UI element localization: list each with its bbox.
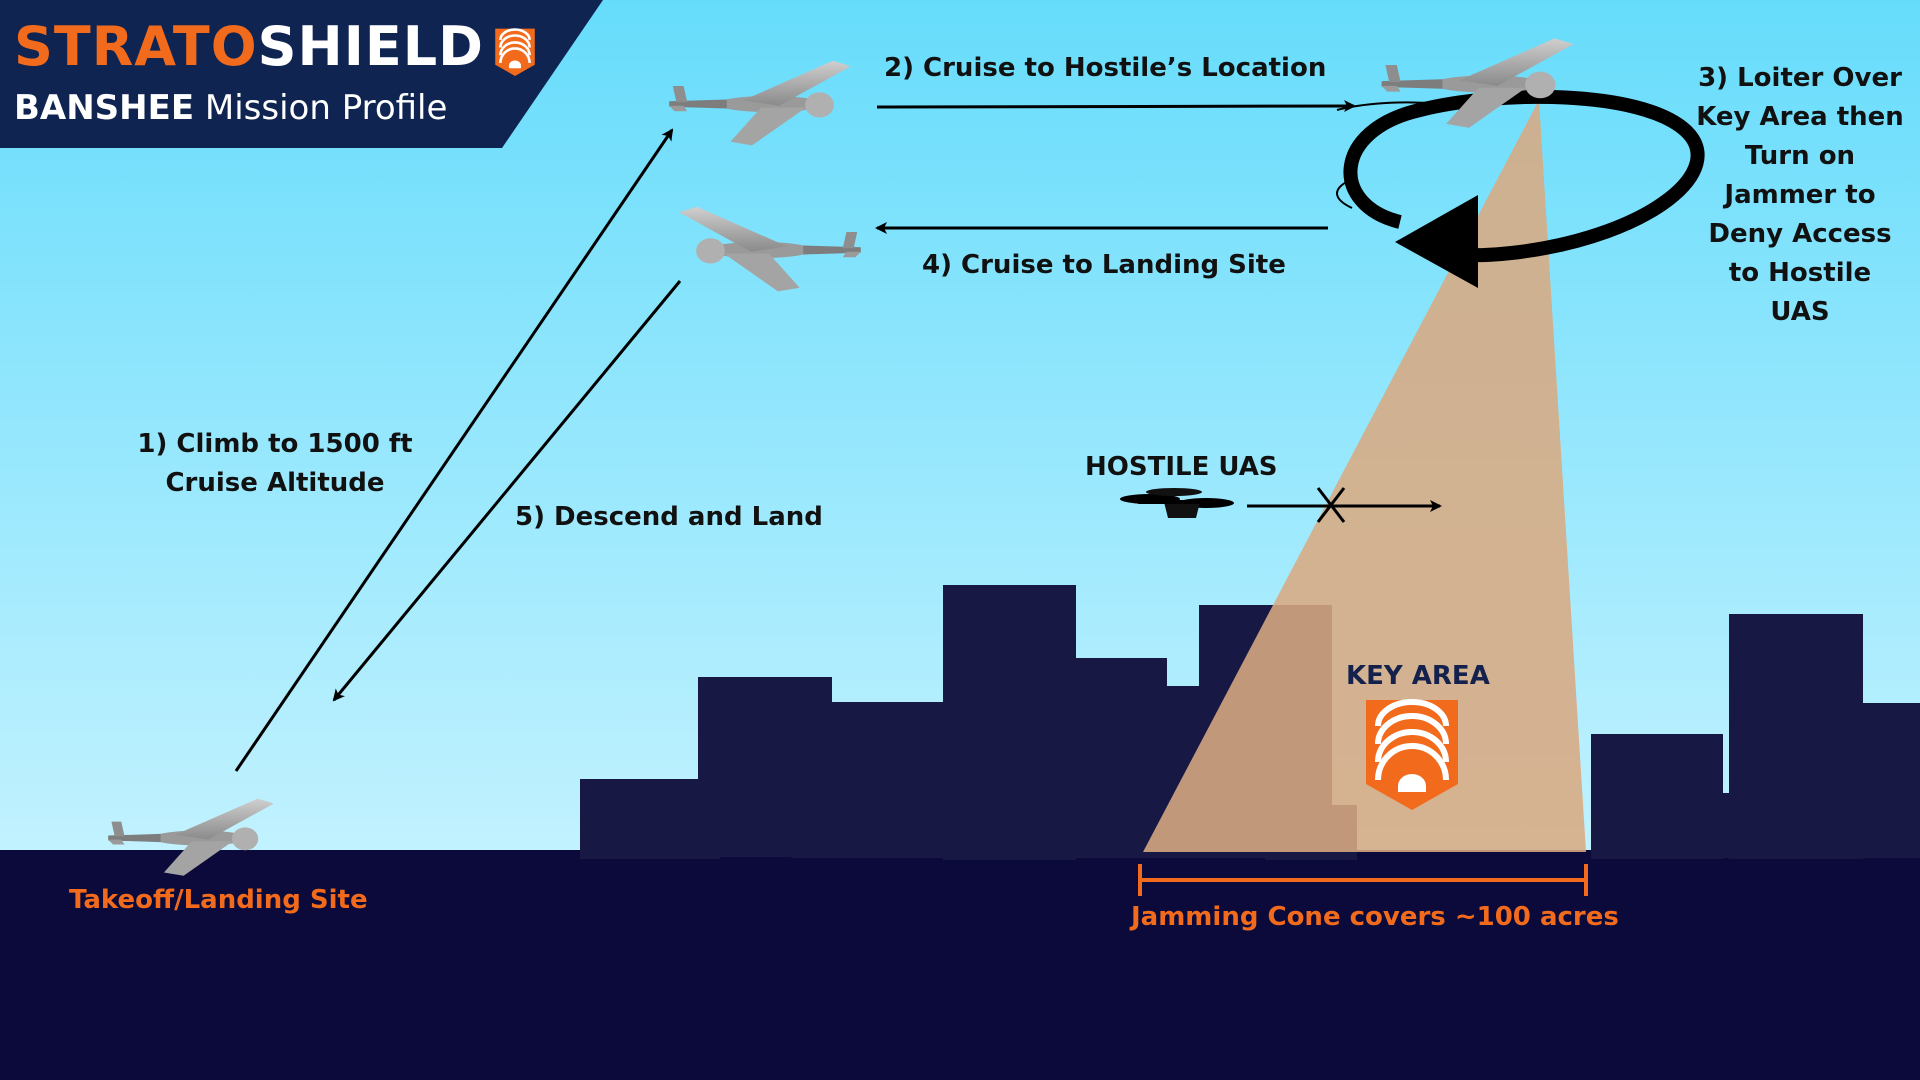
step-3-line: Jammer to: [1724, 180, 1876, 210]
step-3-label: 3) Loiter Over Key Area then Turn on Jam…: [1690, 59, 1910, 332]
profile-label: Mission Profile: [204, 88, 448, 128]
step-1-line-2: Cruise Altitude: [165, 468, 385, 498]
takeoff-site-label: Takeoff/Landing Site: [69, 885, 368, 915]
mission-subtitle: BANSHEE Mission Profile: [14, 88, 447, 128]
brand-name-part1: STRATO: [14, 15, 258, 78]
quadcopter-icon: [1120, 488, 1234, 518]
loiter-circular-arrow-icon: [1336, 89, 1705, 288]
descend-arrow: [332, 280, 682, 702]
climb-arrow: [234, 128, 674, 772]
step-3-line: Key Area then: [1696, 102, 1904, 132]
hostile-uas-label: HOSTILE UAS: [1085, 452, 1278, 482]
jamming-cone-label: Jamming Cone covers ~100 acres: [1131, 902, 1619, 932]
brand-name-part2: SHIELD: [257, 15, 484, 78]
cruise-out-arrow: [876, 100, 1356, 113]
x-mark-icon: [1316, 487, 1346, 523]
ground: [0, 850, 1920, 1080]
brand-wordmark: STRATOSHIELD: [14, 12, 484, 82]
flight-path-arrows: [234, 100, 1442, 772]
jamming-cone: [1143, 100, 1586, 852]
step-3-line: 3) Loiter Over: [1698, 63, 1902, 93]
step-5-label: 5) Descend and Land: [515, 502, 823, 532]
product-name: BANSHEE: [14, 88, 195, 128]
step-3-line: to Hostile: [1728, 258, 1872, 288]
step-3-line: UAS: [1770, 297, 1830, 327]
jamming-range-bracket: [1138, 864, 1588, 896]
step-1-line-1: 1) Climb to 1500 ft: [137, 429, 413, 459]
key-area-label: KEY AREA: [1346, 661, 1490, 691]
step-3-line: Deny Access: [1708, 219, 1892, 249]
step-3-line: Turn on: [1744, 141, 1856, 171]
step-4-label: 4) Cruise to Landing Site: [922, 250, 1286, 280]
step-1-label: 1) Climb to 1500 ft Cruise Altitude: [120, 425, 430, 503]
step-2-label: 2) Cruise to Hostile’s Location: [884, 53, 1327, 83]
title-banner: [0, 0, 603, 148]
